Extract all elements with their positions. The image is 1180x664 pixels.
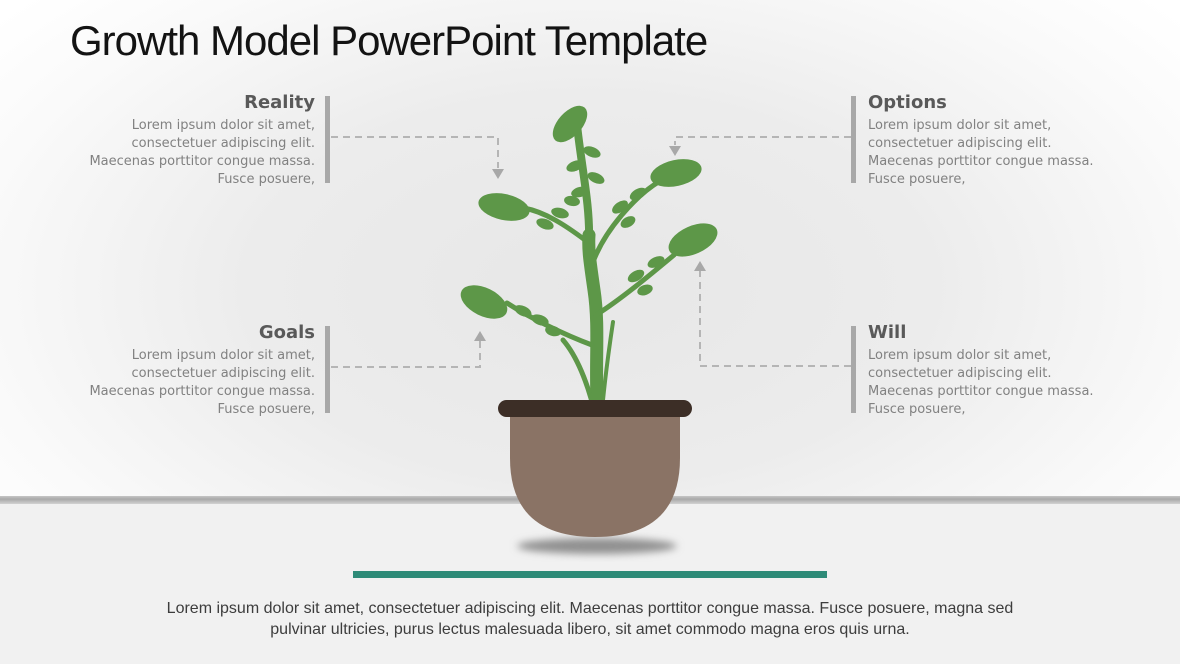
quadrant-reality-heading: Reality	[244, 92, 315, 113]
footer-paragraph: Lorem ipsum dolor sit amet, consectetuer…	[166, 600, 1014, 638]
quadrant-reality: Reality Lorem ipsum dolor sit amet, cons…	[85, 92, 315, 189]
quadrant-goals-body: Lorem ipsum dolor sit amet, consectetuer…	[89, 348, 315, 417]
will-accent-bar	[851, 326, 856, 413]
quadrant-options-body: Lorem ipsum dolor sit amet, consectetuer…	[868, 118, 1094, 187]
upper-background	[0, 0, 1180, 497]
accent-underline-bar	[353, 571, 827, 578]
quadrant-will-body: Lorem ipsum dolor sit amet, consectetuer…	[868, 348, 1094, 417]
quadrant-options-heading: Options	[868, 92, 947, 113]
footer-area	[0, 504, 1180, 664]
quadrant-options: Options Lorem ipsum dolor sit amet, cons…	[868, 92, 1098, 189]
quadrant-goals: Goals Lorem ipsum dolor sit amet, consec…	[85, 322, 315, 419]
divider-line	[0, 496, 1180, 504]
goals-accent-bar	[325, 326, 330, 413]
quadrant-will: Will Lorem ipsum dolor sit amet, consect…	[868, 322, 1098, 419]
quadrant-goals-heading: Goals	[258, 322, 315, 343]
slide-title: Growth Model PowerPoint Template	[70, 17, 708, 64]
options-accent-bar	[851, 96, 856, 183]
reality-accent-bar	[325, 96, 330, 183]
quadrant-reality-body: Lorem ipsum dolor sit amet, consectetuer…	[89, 118, 315, 187]
quadrant-will-heading: Will	[868, 322, 907, 343]
